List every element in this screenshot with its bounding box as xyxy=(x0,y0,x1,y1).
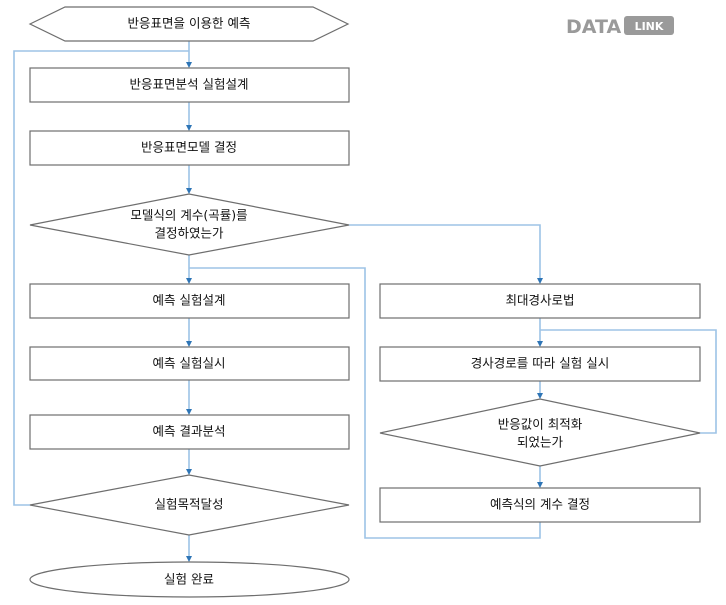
node-start: 반응표면을 이용한 예측 xyxy=(28,6,350,42)
node-steepest-label: 최대경사로법 xyxy=(505,293,574,308)
arrow-icon xyxy=(186,62,192,68)
arrowheads xyxy=(186,62,543,562)
datalink-logo: DATA LINK xyxy=(566,16,674,38)
node-rsm-model-label: 반응표면모델 결정 xyxy=(141,140,237,155)
arrow-icon xyxy=(537,393,543,399)
arrow-icon xyxy=(186,556,192,562)
arrow-icon xyxy=(186,278,192,284)
node-pred-coef: 예측식의 계수 결정 xyxy=(379,487,701,523)
node-pred-run: 예측 실험실시 xyxy=(29,346,350,381)
node-pred-coef-label: 예측식의 계수 결정 xyxy=(490,497,590,512)
node-rsm-design-label: 반응표면분석 실험설계 xyxy=(130,77,249,92)
arrow-icon xyxy=(186,469,192,475)
connector-optimal-loop-back xyxy=(540,329,717,434)
node-rsm-design: 반응표면분석 실험설계 xyxy=(29,67,350,103)
arrow-icon xyxy=(186,125,192,131)
node-pred-analysis: 예측 결과분석 xyxy=(29,414,350,450)
node-rsm-model: 반응표면모델 결정 xyxy=(29,130,350,166)
arrow-icon xyxy=(186,341,192,347)
connector-decision-to-steepest xyxy=(349,224,541,282)
node-path-run-label: 경사경로를 따라 실험 실시 xyxy=(471,356,609,371)
decision-goal-label: 실험목적달성 xyxy=(154,497,223,512)
node-pred-analysis-label: 예측 결과분석 xyxy=(153,424,226,439)
arrow-icon xyxy=(186,409,192,415)
arrow-icon xyxy=(537,278,543,284)
decision-optimal-label-line2: 되었는가 xyxy=(517,435,564,450)
node-pred-design: 예측 실험설계 xyxy=(29,283,350,319)
logo-text-link: LINK xyxy=(635,20,664,33)
node-path-run: 경사경로를 따라 실험 실시 xyxy=(379,346,701,382)
decision-optimal: 반응값이 최적화 되었는가 xyxy=(379,398,701,467)
decision-coef: 모델식의 계수(곡률)를 결정하였는가 xyxy=(29,193,350,256)
arrow-icon xyxy=(537,341,543,347)
node-end: 실험 완료 xyxy=(29,561,350,598)
connector-pred-coef-to-pred-design xyxy=(189,267,541,539)
node-start-label: 반응표면을 이용한 예측 xyxy=(128,16,251,31)
node-pred-run-label: 예측 실험실시 xyxy=(153,356,226,371)
logo-badge xyxy=(624,16,674,35)
node-steepest: 최대경사로법 xyxy=(379,283,701,319)
arrow-icon xyxy=(186,188,192,194)
node-pred-design-label: 예측 실험설계 xyxy=(153,293,226,308)
decision-coef-label-line2: 결정하였는가 xyxy=(154,226,224,241)
connector-goal-loop-back xyxy=(13,50,189,506)
decision-optimal-label-line1: 반응값이 최적화 xyxy=(498,417,583,432)
arrow-icon xyxy=(537,482,543,488)
decision-coef-label-line1: 모델식의 계수(곡률)를 xyxy=(130,208,247,223)
logo-text-data: DATA xyxy=(566,16,621,38)
decision-goal: 실험목적달성 xyxy=(29,474,350,536)
node-end-label: 실험 완료 xyxy=(164,572,214,587)
